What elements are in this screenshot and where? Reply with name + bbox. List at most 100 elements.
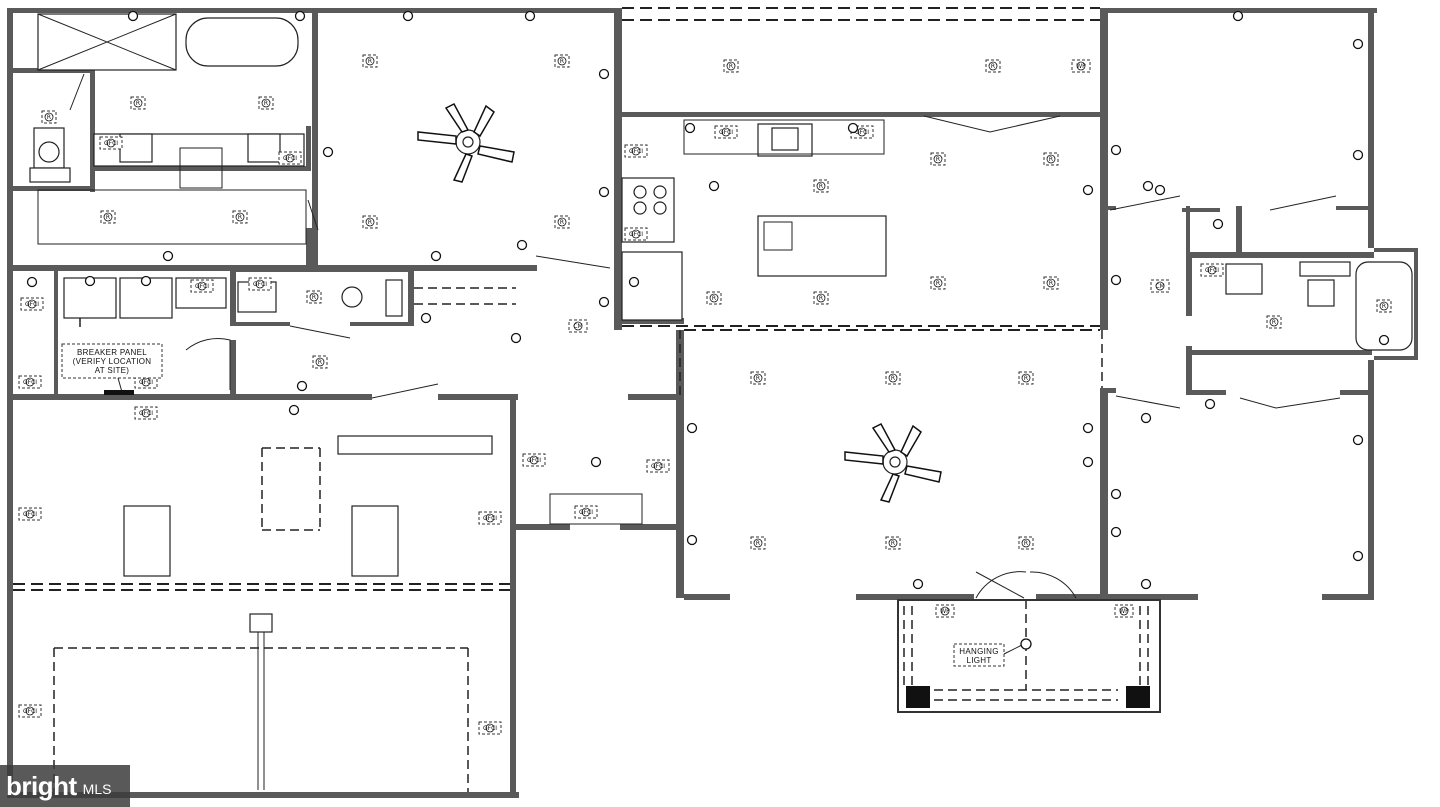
gfci-outlet-icon-label: GFCI	[23, 379, 37, 386]
wall-outlet-icon	[590, 456, 602, 468]
wall-outlet-icon	[516, 239, 528, 251]
gfci-outlet-icon: GFCI	[646, 459, 670, 473]
gfci-outlet-icon-label: GFCI	[579, 509, 593, 516]
recessed-light-icon-label: R	[264, 100, 268, 107]
doors	[69, 73, 1341, 409]
recessed-light-icon-label: R	[1024, 540, 1028, 547]
recessed-light-icon: R	[750, 536, 766, 550]
wall-outlet-icon	[1082, 184, 1094, 196]
weatherproof-outlet-icon-label: WP	[940, 608, 950, 615]
wall-outlet-icon	[598, 68, 610, 80]
wall-outlet-icon	[1154, 184, 1166, 196]
recessed-light-icon: R	[1018, 536, 1034, 550]
recessed-light-icon-label: R	[47, 114, 51, 121]
breaker-panel-label: BREAKER PANEL (VERIFY LOCATION AT SITE)	[61, 343, 163, 395]
gfci-outlet-icon-label: GFCI	[139, 379, 153, 386]
recessed-light-icon: R	[930, 152, 946, 166]
recessed-light-icon-label: R	[729, 63, 733, 70]
gfci-outlet-icon: GFCI	[18, 375, 42, 389]
recessed-light-icon-label: R	[936, 156, 940, 163]
ceiling-mount-icon-label: CM	[573, 323, 582, 330]
gfci-outlet-icon: GFCI	[248, 277, 272, 291]
wall-outlet-icon	[420, 312, 432, 324]
recessed-light-icon: R	[306, 290, 322, 304]
gfci-outlet-icon: GFCI	[190, 279, 214, 293]
wall-outlet-icon	[296, 380, 308, 392]
wall-outlet-icon	[1232, 10, 1244, 22]
front-porch	[897, 571, 1161, 713]
wall-outlet-icon	[288, 404, 300, 416]
recessed-light-icon: R	[1376, 299, 1392, 313]
recessed-light-icon: R	[750, 371, 766, 385]
gfci-outlet-icon: GFCI	[574, 505, 598, 519]
recessed-light-icon: R	[1043, 276, 1059, 290]
recessed-light-icon: R	[312, 355, 328, 369]
walls	[7, 8, 1418, 798]
recessed-light-icon: R	[362, 215, 378, 229]
gfci-outlet-icon: GFCI	[134, 406, 158, 420]
wall-outlet-icon	[1110, 274, 1122, 286]
recessed-light-icon-label: R	[991, 63, 995, 70]
gfci-outlet-icon-label: GFCI	[283, 155, 297, 162]
weatherproof-outlet-icon: WP	[1071, 59, 1091, 73]
weatherproof-outlet-icon-label: WP	[1076, 63, 1086, 70]
hanging-light-line2: LIGHT	[966, 656, 991, 665]
recessed-light-icon-label: R	[819, 183, 823, 190]
wall-outlet-icon	[1082, 422, 1094, 434]
recessed-light-icon-label: R	[1024, 375, 1028, 382]
recessed-light-icon-label: R	[560, 219, 564, 226]
hanging-light-line1: HANGING	[959, 647, 998, 656]
recessed-light-icon-label: R	[936, 280, 940, 287]
gfci-outlet-icon: GFCI	[624, 144, 648, 158]
gfci-outlet-icon-label: GFCI	[195, 283, 209, 290]
recessed-light-icon-label: R	[712, 295, 716, 302]
wall-outlet-icon	[127, 10, 139, 22]
gfci-outlet-icon-label: GFCI	[25, 301, 39, 308]
gfci-outlet-icon-label: GFCI	[1205, 267, 1219, 274]
recessed-light-icon-label: R	[891, 540, 895, 547]
recessed-light-icon: R	[554, 54, 570, 68]
gfci-outlet-icon: GFCI	[478, 511, 502, 525]
wall-outlet-icon	[510, 332, 522, 344]
recessed-light-icon-label: R	[1049, 156, 1053, 163]
wall-outlet-icon	[1378, 334, 1390, 346]
gfci-outlet-icon-label: GFCI	[139, 410, 153, 417]
gfci-outlet-icon: GFCI	[714, 125, 738, 139]
wall-outlet-icon	[598, 186, 610, 198]
wall-outlet-icon	[1352, 434, 1364, 446]
recessed-light-icon: R	[813, 179, 829, 193]
gfci-outlet-icon-label: GFCI	[483, 725, 497, 732]
wall-outlet-icon	[847, 122, 859, 134]
gfci-outlet-icon-label: GFCI	[527, 457, 541, 464]
recessed-light-icon-label: R	[312, 294, 316, 301]
wall-outlet-icon	[84, 275, 96, 287]
wall-outlet-icon	[598, 296, 610, 308]
breaker-label-line2: (VERIFY LOCATION	[73, 357, 152, 366]
wall-outlet-icon	[1110, 526, 1122, 538]
recessed-light-icon: R	[885, 371, 901, 385]
wall-outlet-icon	[912, 578, 924, 590]
recessed-light-icon-label: R	[106, 214, 110, 221]
ceiling-fan-icon	[417, 103, 515, 183]
dashed-lines	[13, 7, 1149, 792]
wall-outlet-icon	[1352, 550, 1364, 562]
ceiling-mount-icon: CM	[568, 319, 588, 333]
recessed-light-icon-label: R	[368, 219, 372, 226]
gfci-outlet-icon-label: GFCI	[629, 231, 643, 238]
wall-outlet-icon	[684, 122, 696, 134]
gfci-outlet-icon: GFCI	[1200, 263, 1224, 277]
wall-outlet-icon	[628, 276, 640, 288]
wall-outlet-icon	[26, 276, 38, 288]
gfci-outlet-icon: GFCI	[99, 136, 123, 150]
gfci-outlet-icon: GFCI	[522, 453, 546, 467]
gfci-outlet-icon: GFCI	[478, 721, 502, 735]
gfci-outlet-icon-label: GFCI	[629, 148, 643, 155]
gfci-outlet-icon-label: GFCI	[23, 511, 37, 518]
weatherproof-outlet-icon: WP	[1114, 604, 1134, 618]
recessed-light-icon-label: R	[238, 214, 242, 221]
wall-outlet-icon	[686, 422, 698, 434]
recessed-light-icon: R	[232, 210, 248, 224]
gfci-outlet-icon-label: GFCI	[855, 129, 869, 136]
wall-outlet-icon	[1140, 412, 1152, 424]
